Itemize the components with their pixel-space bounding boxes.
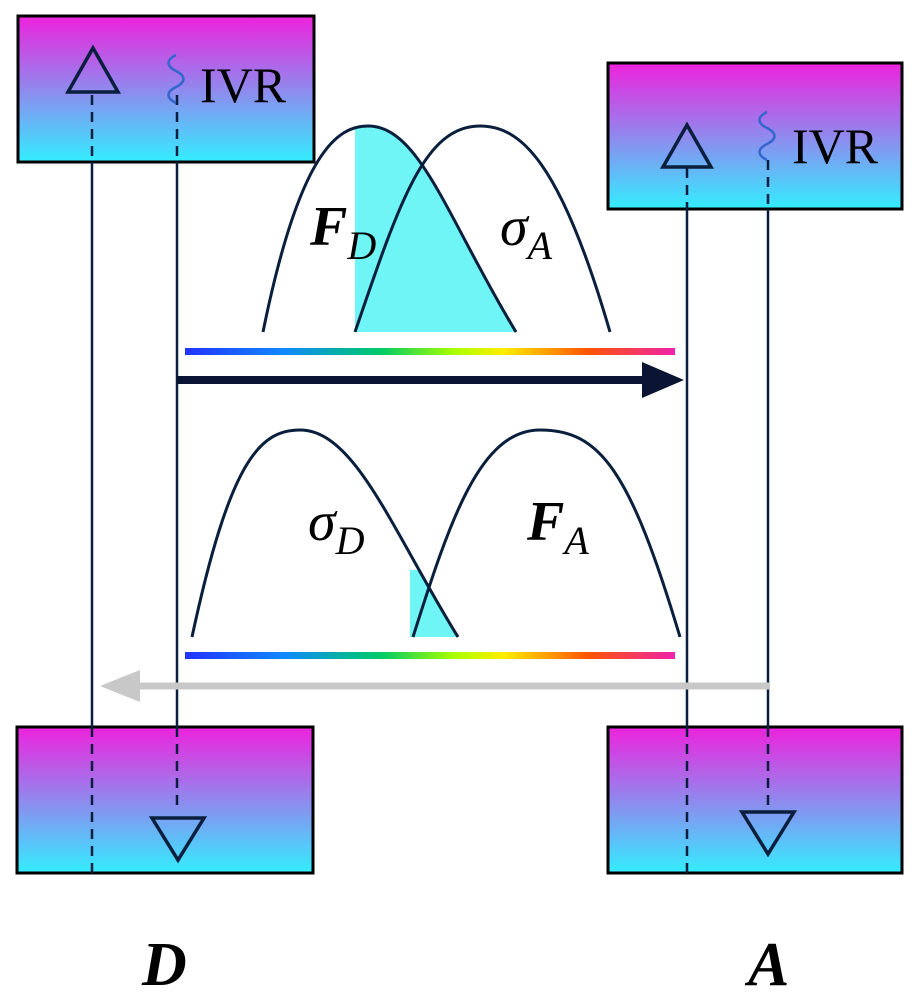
donor-ivr-wave-icon: [167, 53, 185, 105]
forward-absorption-label: σA: [500, 196, 553, 268]
donor-absorption-triangle-icon: [64, 44, 122, 94]
donor-transition-lines: [90, 95, 179, 873]
acceptor-ground-state-box: [606, 725, 904, 875]
acceptor-excited-state-box: [606, 61, 904, 211]
back-absorption-label: σD: [308, 491, 365, 563]
acceptor-absorption-triangle-icon: [659, 121, 715, 169]
acceptor-emission-triangle-icon: [738, 810, 798, 858]
donor-absorption-spectrum-curve: [190, 428, 460, 638]
forward-transfer-arrow: [177, 362, 684, 398]
donor-label: D: [141, 931, 187, 999]
donor-excited-state-box: [16, 14, 316, 164]
donor-emission-triangle-icon: [148, 816, 208, 864]
acceptor-ivr-wave-icon: [758, 110, 776, 162]
donor-ivr-label: IVR: [200, 57, 287, 113]
back-emission-label: FA: [526, 491, 589, 563]
acceptor-transition-lines: [685, 160, 770, 873]
back-wavelength-bar: [185, 652, 675, 659]
acceptor-label: A: [744, 931, 789, 999]
donor-emission-spectrum-curve: [261, 124, 518, 333]
acceptor-absorption-spectrum-curve: [353, 124, 612, 333]
back-transfer-arrow: [100, 670, 770, 702]
acceptor-emission-spectrum-curve: [411, 428, 682, 638]
forward-emission-label: FD: [309, 196, 376, 268]
donor-ground-state-box: [15, 725, 315, 875]
acceptor-ivr-label: IVR: [792, 118, 879, 174]
forward-wavelength-bar: [185, 348, 675, 355]
